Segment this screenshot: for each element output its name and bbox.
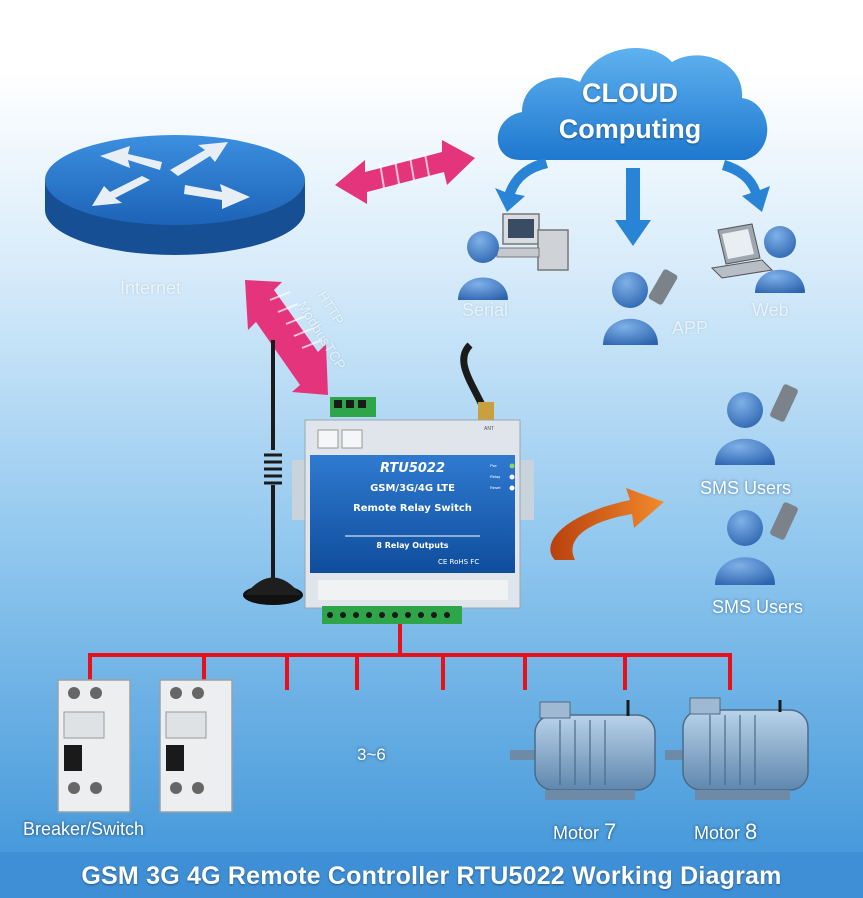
client-label-web: Web: [752, 300, 789, 320]
device-network: GSM/3G/4G LTE: [370, 483, 455, 494]
sms-user-icon: [715, 502, 798, 585]
serial-computer-icon: [496, 213, 569, 271]
client-label-app: APP: [672, 318, 709, 338]
router-device-arrow: [245, 280, 328, 395]
sms-user-icon: [715, 384, 798, 465]
serial-user-icon: [458, 231, 508, 300]
client-label-serial: Serial: [462, 300, 509, 320]
sms-arrow: [550, 488, 664, 560]
sms-users-label-1: SMS Users: [700, 478, 792, 498]
motor-8-label: Motor 8: [694, 819, 758, 844]
whip-antenna-icon: [243, 340, 303, 605]
cloud-arrows: [495, 158, 770, 246]
sms-users-label-2: SMS Users: [712, 597, 804, 617]
indicator-reset: Reset: [490, 485, 501, 490]
breaker-switch-icon: [57, 679, 131, 813]
device-outputs: 8 Relay Outputs: [376, 541, 449, 550]
router-label: Internet: [120, 278, 182, 298]
relay-output-bus: [88, 624, 732, 690]
app-user-icon: [603, 269, 678, 345]
cloud-title-line1: CLOUD: [582, 78, 678, 108]
rtu5022-device: [292, 419, 534, 609]
motor-7-label: Motor 7: [553, 819, 617, 844]
cloud-shape: [497, 48, 768, 160]
indicator-pwr: Pwr: [490, 463, 497, 468]
router-cloud-arrow: [335, 140, 475, 204]
breaker-switch-icon: [159, 679, 233, 813]
device-antenna-icon: [460, 342, 494, 422]
router-icon: [45, 135, 305, 255]
breaker-label: Breaker/Switch: [23, 819, 145, 839]
range-label: 3~6: [357, 745, 386, 764]
web-laptop-icon: [710, 223, 774, 279]
cloud-title-line2: Computing: [558, 114, 702, 144]
motor-7-icon: [510, 700, 656, 800]
device-port-label: ANT: [484, 426, 494, 432]
motor-8-icon: [665, 697, 809, 800]
device-model: RTU5022: [379, 461, 446, 476]
bottom-terminal-block: [322, 606, 462, 624]
device-function: Remote Relay Switch: [353, 503, 472, 514]
footer-banner: GSM 3G 4G Remote Controller RTU5022 Work…: [0, 852, 863, 898]
top-terminal-block: [330, 397, 376, 417]
device-certs: CE RoHS FC: [438, 558, 480, 566]
web-user-icon: [755, 226, 805, 293]
indicator-relay: Relay: [490, 474, 501, 479]
footer-title: GSM 3G 4G Remote Controller RTU5022 Work…: [81, 862, 782, 890]
